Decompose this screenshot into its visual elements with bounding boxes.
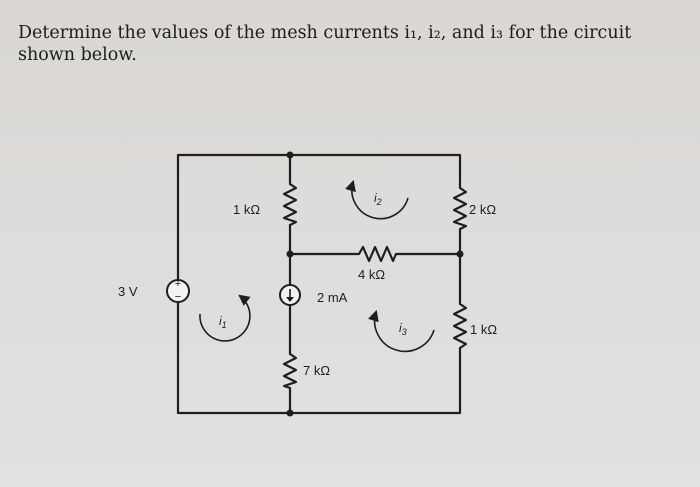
label-r-middle: 4 kΩ (358, 267, 385, 282)
label-r-bottom-middle: 7 kΩ (303, 363, 330, 378)
label-mesh-i3: i3 (399, 321, 407, 337)
label-r-top-right: 2 kΩ (469, 202, 496, 217)
current-source-2ma (279, 284, 301, 306)
junction-middle-right (456, 250, 464, 258)
voltage-source-plus: + (175, 278, 181, 290)
label-mesh-i1: i1 (219, 314, 227, 330)
label-r-bottom-right: 1 kΩ (470, 322, 497, 337)
junction-dots (286, 151, 464, 417)
problem-text-start: Determine the values of the mesh current… (18, 23, 405, 43)
resistor-1k-bottom-right (452, 298, 468, 354)
problem-and: , and (440, 23, 491, 43)
voltage-source-circle (166, 279, 190, 303)
wire-left-bottom (176, 300, 292, 415)
circuit-wires (176, 153, 462, 415)
mesh-current-i1: i₁ (404, 23, 418, 43)
current-source-arrow-icon (286, 297, 294, 302)
voltage-source-3v: + − (166, 278, 190, 303)
mesh-current-i3: i₃ (490, 23, 504, 43)
resistor-4k-middle (353, 245, 400, 263)
label-current-source: 2 mA (317, 290, 348, 305)
junction-top (286, 151, 294, 159)
junction-bottom (286, 409, 294, 417)
wire-left-top (176, 153, 292, 282)
mesh-current-i2: i₂ (428, 23, 441, 43)
problem-text-end: for the circuit shown below. (18, 23, 632, 65)
label-r-top-left: 1 kΩ (233, 202, 260, 217)
mesh-loop-i2-arrow-icon (345, 179, 409, 220)
voltage-source-minus: − (175, 291, 181, 303)
problem-statement: Determine the values of the mesh current… (18, 22, 688, 66)
wire-top (288, 153, 462, 187)
resistor-7k-bottom (282, 348, 298, 392)
junction-middle-left (286, 250, 294, 258)
resistor-1k-top-left (282, 178, 298, 230)
resistor-2k-top-right (452, 183, 468, 234)
mesh-loop-i3-arrow-icon (368, 309, 435, 353)
wire-bottom (288, 350, 462, 415)
mesh-loop-i1-arrow-icon (199, 294, 251, 342)
label-voltage-source: 3 V (118, 284, 138, 299)
label-mesh-i2: i2 (374, 191, 382, 207)
problem-comma: , (417, 23, 429, 43)
